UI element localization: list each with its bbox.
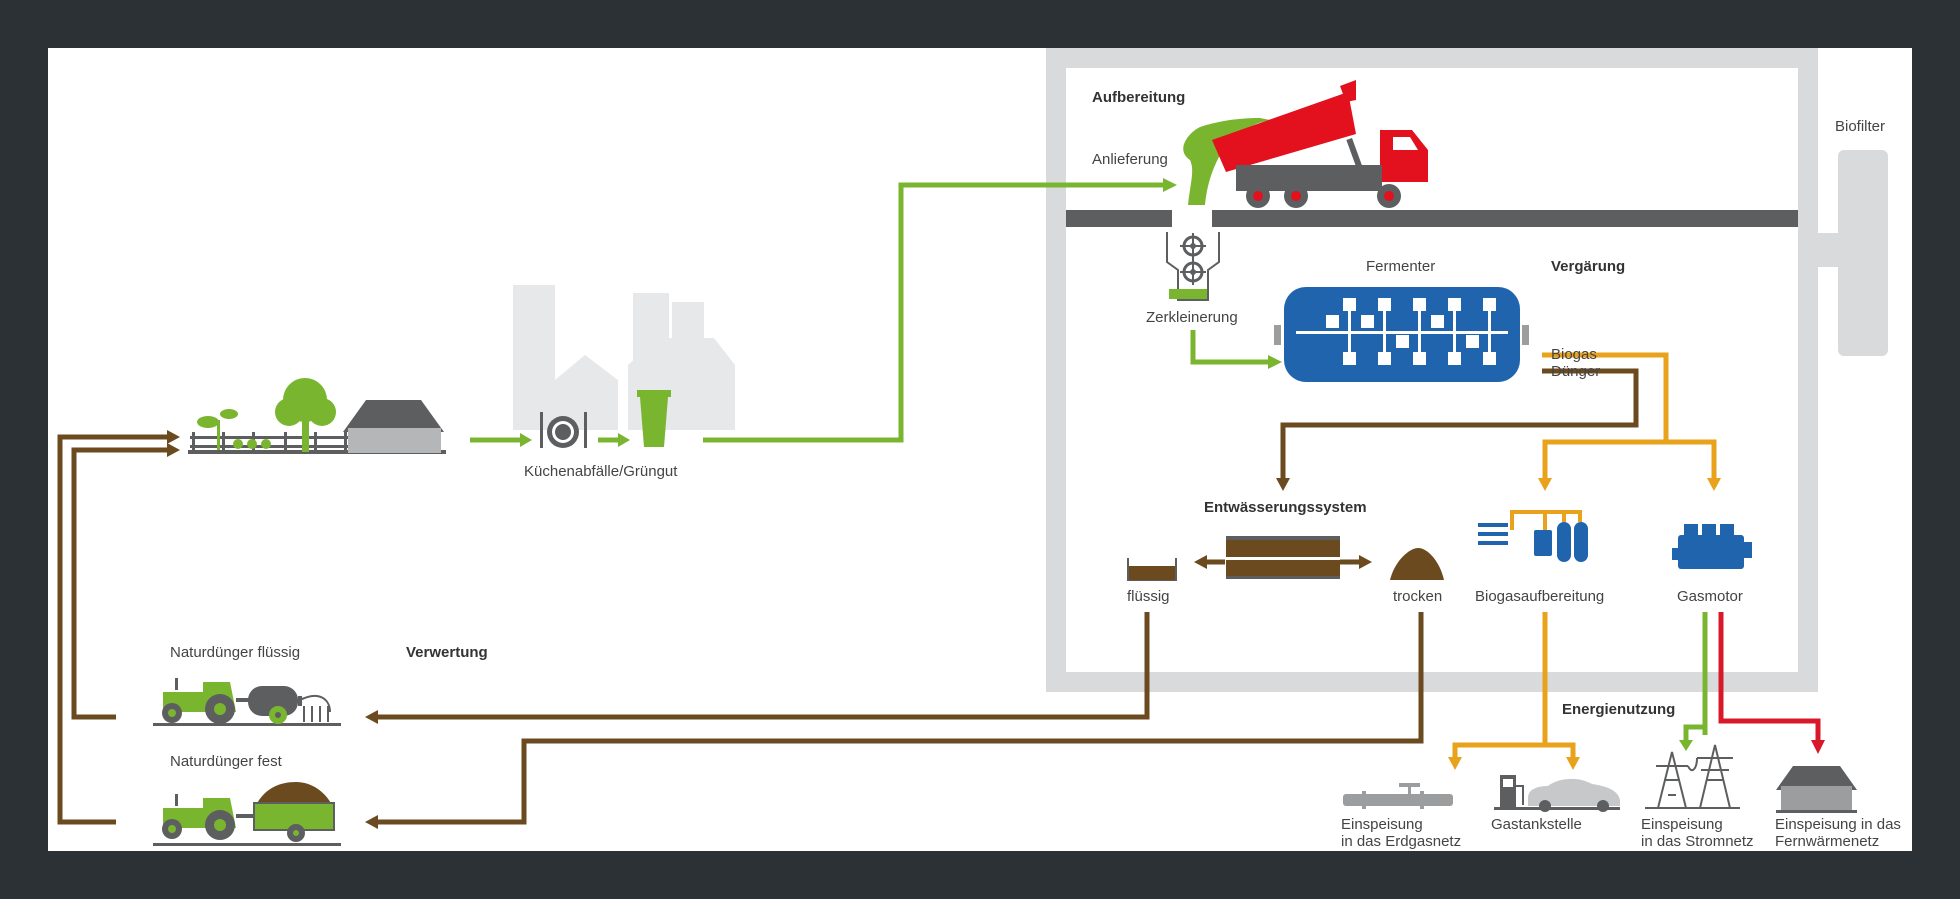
label-gastankstelle: Gastankstelle bbox=[1491, 816, 1582, 833]
label-fluessig: flüssig bbox=[1127, 588, 1170, 605]
fuel-station-icon bbox=[1500, 775, 1524, 807]
label-zerkleinerung: Zerkleinerung bbox=[1146, 309, 1238, 326]
house-icon bbox=[343, 400, 444, 453]
seedling-icon bbox=[197, 409, 271, 450]
label-erdgasnetz-2: in das Erdgasnetz bbox=[1341, 833, 1461, 850]
floor-opening bbox=[1172, 208, 1212, 230]
car-icon bbox=[1494, 778, 1620, 812]
label-naturduenger-fest: Naturdünger fest bbox=[170, 753, 283, 770]
green-bin-icon bbox=[637, 390, 671, 447]
red-arrowhead bbox=[1811, 740, 1825, 754]
orange-arrowheads bbox=[1448, 478, 1721, 770]
delivery-floor bbox=[1066, 210, 1798, 227]
liquid-tray-icon bbox=[1127, 558, 1177, 581]
label-erdgasnetz-1: Einspeisung bbox=[1341, 816, 1423, 833]
biofilter-unit bbox=[1838, 150, 1888, 356]
label-fernwaerme-2: Fernwärmenetz bbox=[1775, 833, 1879, 850]
label-biogasaufbereitung: Biogasaufbereitung bbox=[1475, 588, 1604, 605]
label-biogas: Biogas bbox=[1551, 346, 1597, 363]
label-vergaerung: Vergärung bbox=[1551, 258, 1625, 275]
green-arrowheads bbox=[520, 178, 1693, 751]
tractor-tanker-icon bbox=[153, 678, 341, 726]
label-duenger: Dünger bbox=[1551, 363, 1600, 380]
gas-pipeline-icon bbox=[1343, 783, 1453, 809]
label-naturduenger-fluessig: Naturdünger flüssig bbox=[170, 644, 300, 661]
brown-arrowheads bbox=[167, 430, 1372, 829]
district-heating-house-icon bbox=[1776, 766, 1857, 813]
label-entwaesserung: Entwässerungssystem bbox=[1204, 499, 1367, 516]
label-fernwaerme-1: Einspeisung in das bbox=[1775, 816, 1901, 833]
label-verwertung: Verwertung bbox=[406, 644, 488, 661]
gas-upgrade-icon bbox=[1478, 510, 1588, 562]
dry-pile-icon bbox=[1390, 548, 1444, 580]
label-aufbereitung: Aufbereitung bbox=[1092, 89, 1185, 106]
gas-engine-icon bbox=[1672, 524, 1752, 569]
tractor-trailer-icon bbox=[153, 782, 341, 846]
biofilter-connector bbox=[1818, 233, 1840, 267]
dump-truck-icon bbox=[1183, 80, 1428, 208]
orange-flow-lines bbox=[1452, 352, 1717, 760]
red-flow-line bbox=[1718, 612, 1821, 742]
farm-icon bbox=[188, 409, 446, 454]
shredder-icon bbox=[1166, 232, 1220, 301]
label-fermenter: Fermenter bbox=[1366, 258, 1435, 275]
label-trocken: trocken bbox=[1393, 588, 1442, 605]
label-kuechenabfaelle: Küchenabfälle/Grüngut bbox=[524, 463, 678, 480]
label-gasmotor: Gasmotor bbox=[1677, 588, 1743, 605]
green-flow-lines bbox=[470, 182, 1708, 742]
label-anlieferung: Anlieferung bbox=[1092, 151, 1168, 168]
label-stromnetz-1: Einspeisung bbox=[1641, 816, 1723, 833]
plate-icon bbox=[540, 412, 587, 448]
dewatering-tank-icon bbox=[1226, 536, 1340, 579]
label-stromnetz-2: in das Stromnetz bbox=[1641, 833, 1754, 850]
fermenter-icon bbox=[1274, 287, 1529, 382]
label-biofilter: Biofilter bbox=[1835, 118, 1885, 135]
label-energienutzung: Energienutzung bbox=[1562, 701, 1675, 718]
tree-icon bbox=[275, 378, 336, 452]
diagram-panel bbox=[48, 48, 1912, 851]
power-pylon-icon bbox=[1645, 744, 1740, 809]
brown-flow-lines bbox=[57, 368, 1639, 825]
